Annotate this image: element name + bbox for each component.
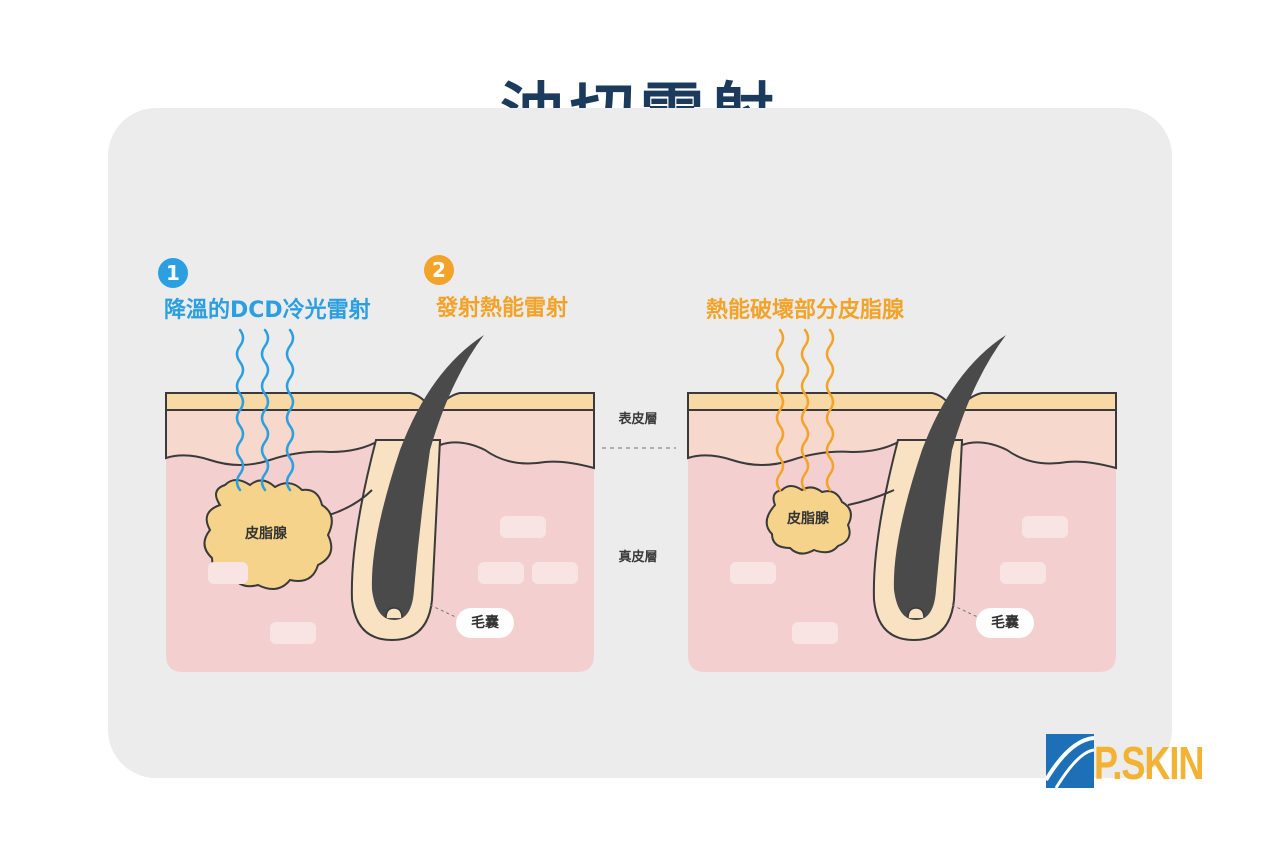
right-hair-shaft bbox=[893, 335, 1006, 620]
left-hair-bulb bbox=[385, 607, 403, 619]
left-gland bbox=[203, 479, 333, 590]
left-hair-shaft bbox=[371, 335, 484, 620]
left-follicle-pill: 毛囊 bbox=[456, 608, 514, 638]
left-cell-5 bbox=[208, 562, 248, 584]
dermis-label: 真皮層 bbox=[618, 550, 658, 565]
logo-mark bbox=[1044, 734, 1095, 789]
right-cell-2 bbox=[1000, 562, 1046, 584]
step1-label: 降溫的DCD冷光雷射 bbox=[164, 298, 371, 323]
left-gland-label: 皮脂腺 bbox=[245, 526, 287, 542]
right-cell-4 bbox=[730, 562, 776, 584]
left-upper-skin bbox=[165, 404, 595, 470]
epidermis-label: 表皮層 bbox=[618, 412, 658, 427]
right-hair-bulb bbox=[907, 607, 925, 619]
right-cell-1 bbox=[1022, 516, 1068, 538]
right-epidermis bbox=[687, 392, 1117, 411]
right-gland bbox=[765, 485, 852, 555]
right-upper-skin bbox=[687, 404, 1117, 470]
right-skin-block bbox=[687, 335, 1117, 672]
left-epidermis bbox=[165, 392, 595, 411]
left-cell-2 bbox=[478, 562, 524, 584]
left-cell-4 bbox=[270, 622, 316, 644]
left-cell-3 bbox=[532, 562, 578, 584]
right-follicle-pill: 毛囊 bbox=[976, 608, 1034, 638]
step1-badge: 1 bbox=[158, 258, 188, 288]
left-skin-block bbox=[165, 335, 595, 672]
right-gland-label: 皮脂腺 bbox=[787, 511, 829, 527]
right-duct bbox=[847, 489, 895, 506]
logo-text: P.SKIN bbox=[1094, 736, 1204, 790]
step2-label: 發射熱能雷射 bbox=[436, 296, 569, 321]
right-panel-label: 熱能破壞部分皮脂腺 bbox=[706, 298, 905, 323]
step2-badge: 2 bbox=[424, 255, 454, 285]
left-cell-1 bbox=[500, 516, 546, 538]
right-cell-3 bbox=[792, 622, 838, 644]
